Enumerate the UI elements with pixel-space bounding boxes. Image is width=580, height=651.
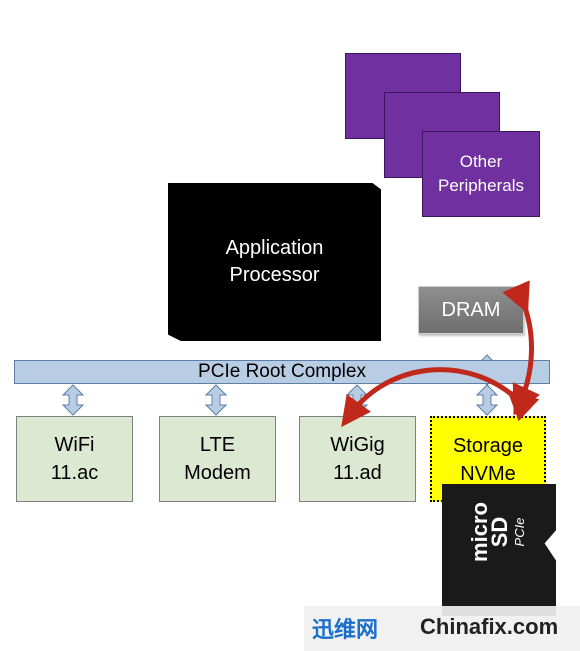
microsd-pcie-text: PCIe [512, 517, 527, 547]
watermark-bar [304, 606, 580, 651]
other-peripherals-line1: Other [459, 152, 503, 171]
application-processor-line1: Application [225, 237, 324, 259]
storage-link-arrow [476, 384, 498, 416]
wifi-device: WiFi 11.ac [16, 416, 133, 502]
watermark-logo: 迅维网 [312, 617, 379, 642]
other-peripherals-line2: Peripherals [438, 176, 524, 195]
microsd-card-icon [442, 484, 556, 616]
wigig-line2: 11.ad [333, 462, 382, 484]
wifi-line2: 11.ac [50, 462, 99, 484]
pcie-root-complex-label: PCIe Root Complex [198, 361, 366, 382]
dram-box: DRAM [418, 286, 524, 334]
wigig-line1: WiGig [330, 434, 385, 456]
wigig-device: WiGig 11.ad [299, 416, 416, 502]
pcie-root-complex: PCIe Root Complex [14, 360, 550, 384]
wifi-line1: WiFi [54, 434, 95, 456]
other-peripherals-box: Other Peripherals [422, 131, 540, 217]
storage-line1: Storage [452, 435, 524, 457]
watermark-site: Chinafix.com [420, 614, 559, 639]
application-processor-line2: Processor [229, 264, 320, 286]
application-processor: Application Processor [168, 183, 381, 341]
microsd-logo-text: micro SD [467, 502, 512, 562]
lte-line1: LTE [199, 434, 236, 456]
microsd-logo: micro SD PCIe [467, 500, 534, 564]
lte-line2: Modem [184, 462, 251, 484]
wifi-link-arrow [62, 384, 84, 416]
lte-modem-device: LTE Modem [159, 416, 276, 502]
storage-line2: NVMe [460, 463, 516, 485]
dram-label: DRAM [441, 298, 501, 321]
wigig-link-arrow [346, 384, 368, 416]
lte-link-arrow [205, 384, 227, 416]
